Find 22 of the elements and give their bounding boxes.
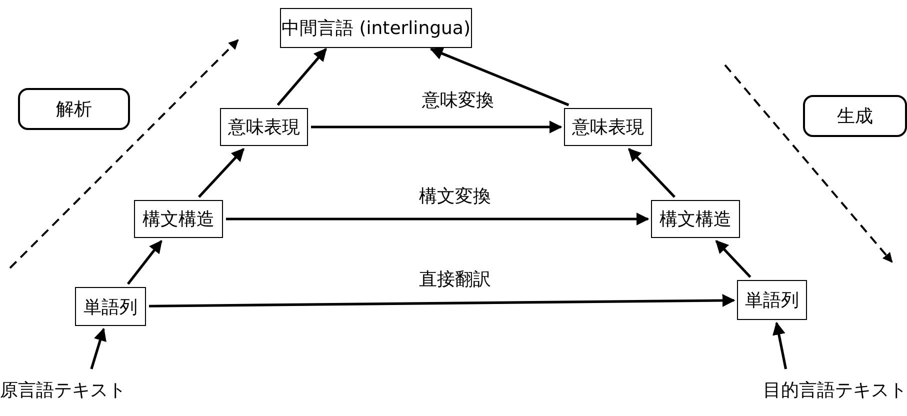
generation-box: 生成 xyxy=(803,95,907,137)
syntax-box: 構文構造 xyxy=(651,200,740,238)
word-sequence-box: 単語列 xyxy=(737,280,807,320)
arrow xyxy=(90,328,106,370)
arrow xyxy=(772,322,788,370)
word-sequence-box: 単語列 xyxy=(75,287,146,326)
interlingua-box: 中間言語 (interlingua) xyxy=(280,8,472,48)
arrow xyxy=(226,212,650,226)
arrow xyxy=(276,48,327,106)
target-text-label: 目的言語テキスト xyxy=(640,370,907,410)
meaning-box: 意味表現 xyxy=(564,108,652,146)
arrow xyxy=(430,47,570,106)
arrow xyxy=(628,148,676,198)
syntax-box: 構文構造 xyxy=(134,200,223,238)
analysis-box: 解析 xyxy=(18,88,130,130)
arrow xyxy=(715,240,752,278)
source-text-label: 原言語テキスト xyxy=(0,370,165,410)
arrow xyxy=(198,148,244,198)
meaning-box: 意味表現 xyxy=(220,108,308,146)
arrow xyxy=(148,294,736,308)
arrow xyxy=(311,120,562,134)
arrow xyxy=(126,240,162,285)
